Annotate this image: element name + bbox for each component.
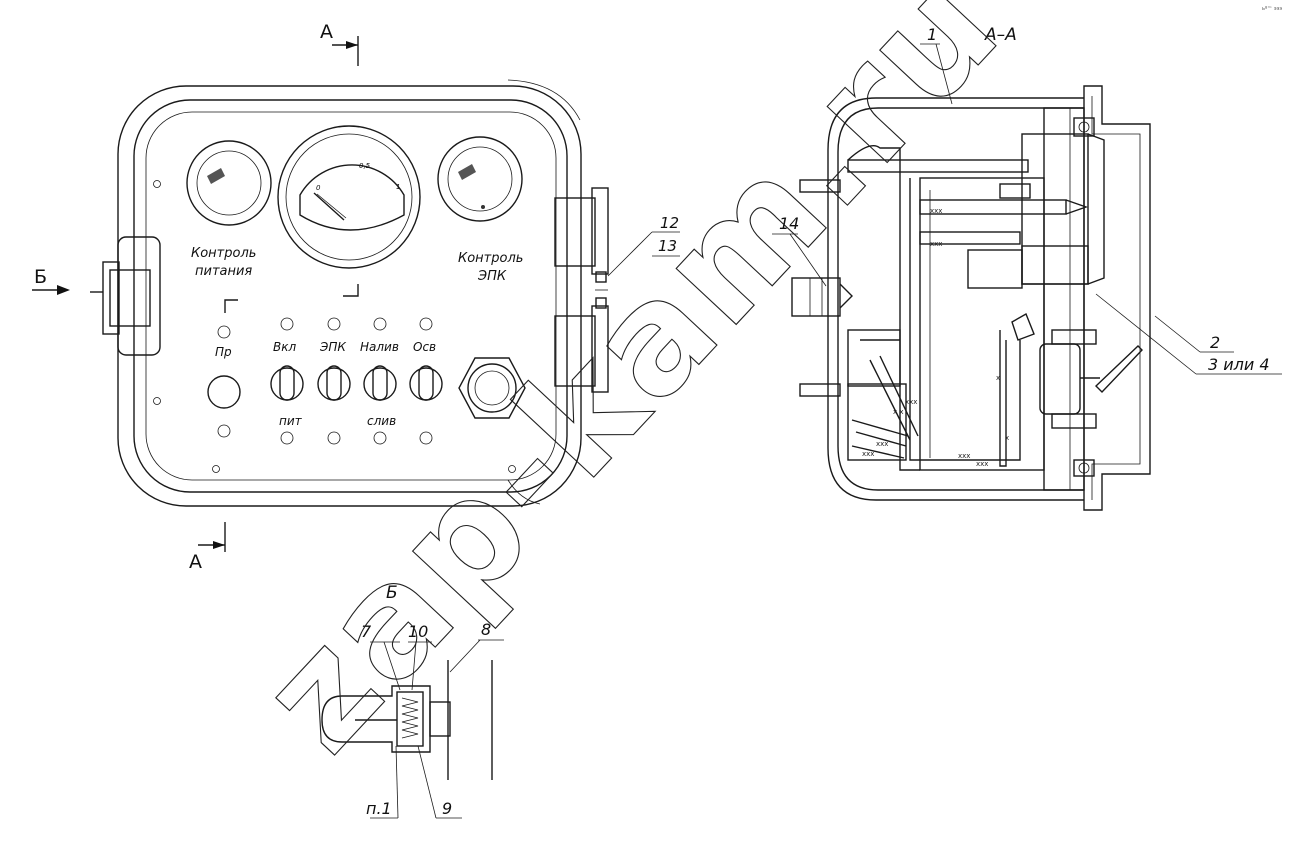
corner-mark: ьº™ эээ — [1262, 6, 1282, 12]
mounting-plate — [1043, 107, 1085, 491]
gauge-tick-half: 0,5 — [359, 162, 371, 170]
callout-7: 7 — [361, 622, 372, 641]
callout-14: 14 — [779, 214, 799, 233]
label-epk: ЭПК — [319, 340, 346, 354]
callout-13: 13 — [658, 237, 677, 255]
callout-10: 10 — [408, 622, 428, 641]
toggle-mechanism — [1011, 117, 1143, 477]
lamp-epk-control — [437, 136, 523, 222]
callout-1: 1 — [927, 25, 937, 44]
detail-b-title: Б — [386, 583, 398, 603]
svg-text:xxx: xxx — [930, 240, 942, 248]
callout-12: 12 — [660, 214, 679, 232]
detail-b: Б 7 10 8 п.1 9 — [321, 583, 504, 819]
housing-inner — [837, 107, 1084, 491]
section-b-arrow: Б — [32, 266, 70, 295]
section-a-bottom-label: А — [189, 551, 202, 573]
lamp-right-label-1: Контроль — [458, 251, 523, 266]
indicator-dots — [217, 317, 433, 445]
section-aa-title: А–А — [984, 25, 1017, 45]
detail-housing — [396, 691, 424, 747]
svg-text:xxx: xxx — [958, 452, 970, 460]
push-button — [207, 375, 241, 409]
label-osv: Осв — [413, 340, 436, 354]
label-sliv: слив — [367, 414, 396, 428]
gauge-window — [299, 164, 405, 231]
svg-text:x x: x x — [893, 408, 904, 416]
lamp-glass-hatch — [458, 164, 476, 180]
terminal-rods — [799, 159, 1089, 397]
door-seam — [507, 79, 581, 121]
svg-text:xxx: xxx — [862, 450, 874, 458]
gauge-tick-1: 1 — [396, 183, 400, 191]
svg-text:xxx: xxx — [976, 460, 988, 468]
section-view: А–А — [772, 25, 1282, 511]
section-a-top-label: А — [320, 21, 333, 43]
lamp-power-control — [186, 140, 272, 226]
callout-9: 9 — [442, 799, 452, 818]
detail-spring — [401, 697, 419, 739]
switch-block-corner-mark — [224, 299, 238, 313]
svg-text:xxx: xxx — [930, 207, 942, 215]
svg-text:xxx: xxx — [876, 440, 888, 448]
detail-wall — [447, 660, 493, 780]
lamp-left-label-2: питания — [195, 264, 252, 279]
front-view: 0 0,5 1 Контроль питания Контроль ЭПК Пр… — [32, 21, 680, 573]
enclosure-inner — [133, 99, 568, 493]
mounting-screws — [153, 180, 516, 473]
cable-gland — [458, 357, 526, 419]
label-pit: пит — [279, 414, 303, 428]
callout-p1: п.1 — [366, 799, 392, 818]
label-vkl: Вкл — [273, 340, 296, 354]
internal-wiring — [847, 145, 1021, 471]
section-a-top: А — [320, 21, 359, 66]
label-naliv: Налив — [360, 340, 399, 354]
gauge-tick-0: 0 — [316, 184, 321, 192]
door-seam-bottom — [507, 479, 541, 505]
cross-marks: xxx xxx xxx x x xxx xxx xxx xxx x x — [862, 207, 1009, 468]
side-connector — [90, 236, 161, 356]
callout-8: 8 — [481, 620, 491, 639]
svg-text:x: x — [996, 374, 1000, 382]
door-hinges — [554, 187, 609, 393]
label-pr: Пр — [215, 345, 232, 359]
gauge: 0 0,5 1 — [277, 125, 421, 297]
gauge-body — [1021, 133, 1089, 285]
lamp-left-label-1: Контроль — [191, 246, 256, 261]
toggle-switches — [270, 365, 443, 401]
detail-body — [321, 685, 431, 753]
panel-face — [145, 111, 557, 481]
inner-chassis — [919, 177, 1045, 471]
housing-outer — [827, 97, 1084, 501]
svg-text:x: x — [1005, 434, 1009, 442]
section-b-label: Б — [34, 266, 47, 288]
lamp-glass-hatch — [207, 168, 225, 184]
lamp-right-label-2: ЭПК — [477, 269, 507, 284]
callout-3-or-4: 3 или 4 — [1208, 355, 1270, 374]
gauge-needle — [313, 192, 345, 221]
callout-2: 2 — [1210, 333, 1220, 352]
svg-text:xxx: xxx — [905, 398, 917, 406]
gland-section — [791, 277, 853, 317]
door-profile — [1083, 85, 1151, 511]
section-a-bottom: А — [189, 522, 226, 573]
watermark: zap-kam.ru — [229, 0, 1034, 785]
gauge-corner-mark — [343, 284, 359, 297]
